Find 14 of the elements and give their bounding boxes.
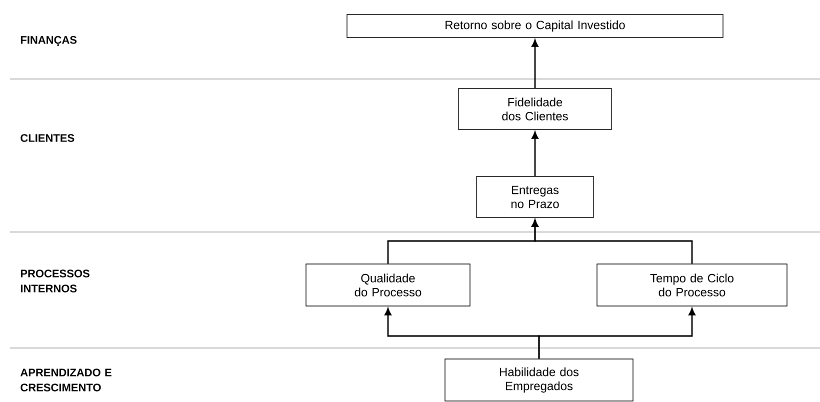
perspective-label: PROCESSOS INTERNOS <box>20 270 90 292</box>
perspective-label: APRENDIZADO E CRESCIMENTO <box>20 368 112 392</box>
arrow <box>538 308 696 359</box>
measure-box: Fidelidade dos Clientes <box>458 88 612 130</box>
measure-box: Entregas no Prazo <box>476 176 594 218</box>
measure-box: Retorno sobre o Capital Investido <box>346 14 724 38</box>
measure-box: Habilidade dos Empregados <box>444 358 634 402</box>
measure-box: Qualidade do Processo <box>306 264 470 306</box>
measure-box: Tempo de Ciclo do Processo <box>596 264 788 306</box>
perspective-label: FINANÇAS <box>20 36 77 46</box>
arrow <box>532 40 538 88</box>
perspective-label: CLIENTES <box>20 134 74 142</box>
arrow <box>532 132 538 176</box>
arrow <box>532 220 693 264</box>
